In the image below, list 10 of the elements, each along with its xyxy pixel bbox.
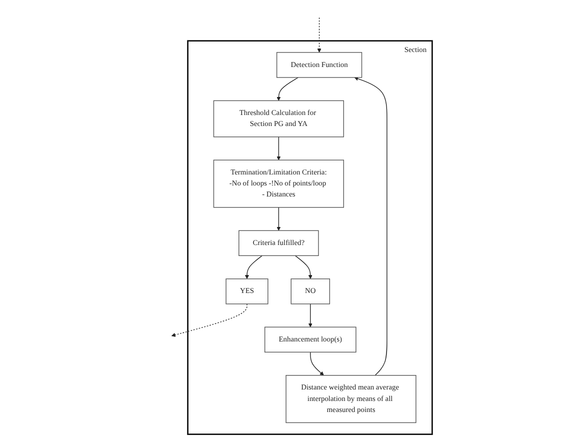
arrow (354, 76, 388, 376)
arrow (276, 207, 281, 231)
arrow (276, 136, 281, 160)
arrow (244, 255, 263, 280)
dashed-arrow (171, 304, 248, 337)
dashed-arrow (317, 17, 322, 53)
arrow (276, 77, 299, 101)
arrow (294, 255, 312, 280)
arrow (308, 304, 312, 328)
arrow (310, 352, 324, 376)
